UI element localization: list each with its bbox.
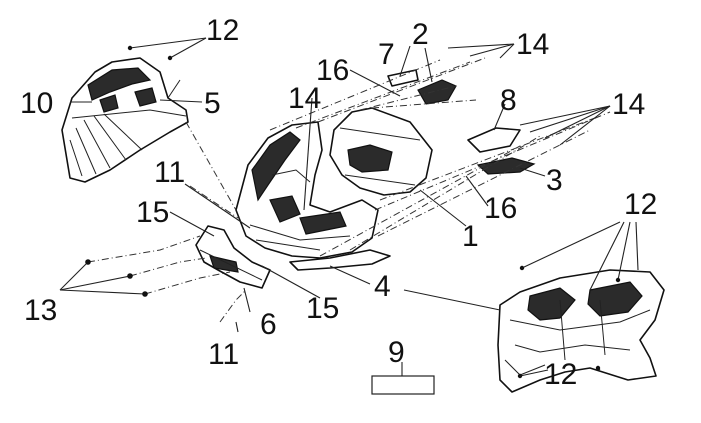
- inner-leg-shield-part: [497, 269, 665, 393]
- lower-bracket-part: [195, 225, 271, 289]
- part-labels: 12 10 5 7 2 14 16 14 8 14 11 3 15 16 1 1…: [20, 14, 657, 391]
- label-12-bottom: 12: [544, 358, 577, 391]
- part-7-shape: [387, 69, 419, 87]
- leader-lines: [59, 37, 639, 377]
- label-11-bottom: 11: [208, 338, 239, 371]
- label-10: 10: [20, 87, 53, 120]
- label-7: 7: [378, 38, 395, 71]
- label-2: 2: [412, 18, 429, 51]
- label-11-top: 11: [154, 156, 185, 189]
- label-9: 9: [388, 336, 405, 369]
- upper-cowl-part: [61, 57, 189, 183]
- label-14-right: 14: [612, 88, 645, 121]
- label-12-top: 12: [206, 14, 239, 47]
- label-14-top: 14: [516, 28, 549, 61]
- lower-lip-part: [289, 249, 391, 271]
- bolt-points: [85, 45, 621, 379]
- label-15-left: 15: [136, 196, 169, 229]
- part-9-shape: [371, 375, 435, 395]
- part-2-shape: [417, 79, 457, 105]
- inner-panel-part: [329, 107, 433, 196]
- label-16-top: 16: [316, 54, 349, 87]
- part-8-shape: [467, 127, 521, 153]
- label-6: 6: [260, 308, 277, 341]
- assembly-lines: [87, 57, 611, 323]
- label-13: 13: [24, 294, 57, 327]
- label-1: 1: [462, 220, 479, 253]
- label-5: 5: [204, 87, 221, 120]
- label-3: 3: [546, 164, 563, 197]
- label-8: 8: [500, 84, 517, 117]
- label-16-right: 16: [484, 192, 517, 225]
- label-14-middle: 14: [288, 82, 321, 115]
- part-3-shape: [476, 157, 536, 175]
- label-12-right: 12: [624, 188, 657, 221]
- label-4: 4: [374, 270, 391, 303]
- label-15-bottom: 15: [306, 292, 339, 325]
- front-cowl-part: [235, 121, 379, 259]
